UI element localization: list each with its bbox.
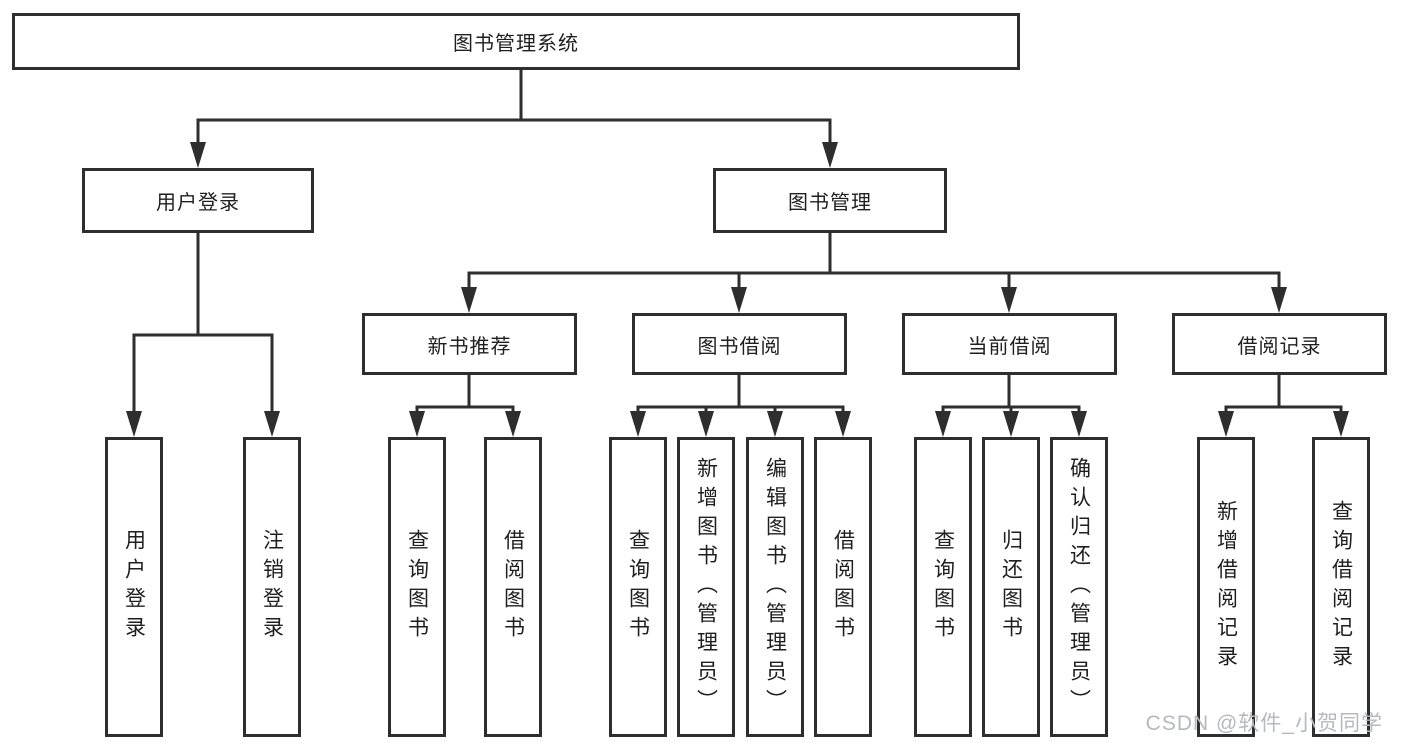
arrowhead — [461, 287, 477, 313]
arrowhead — [1271, 287, 1287, 313]
node-root-system: 图书管理系统 — [12, 13, 1020, 70]
arrowhead — [1071, 411, 1087, 437]
node-label: 图书管理系统 — [453, 33, 579, 55]
arrowheads-current — [935, 411, 1087, 437]
arrowhead — [767, 411, 783, 437]
arrowhead — [409, 411, 425, 437]
arrowhead — [731, 287, 747, 313]
connector-root-to-level2 — [196, 70, 832, 144]
node-label: 新增图书（管理员） — [694, 456, 718, 718]
node-label: 查询借阅记录 — [1329, 500, 1353, 674]
node-label: 注销登录 — [260, 529, 284, 645]
leaf-edit-book-admin: 编辑图书（管理员） — [746, 437, 804, 737]
node-current-borrowing: 当前借阅 — [902, 313, 1117, 375]
node-label: 借阅记录 — [1237, 335, 1322, 358]
node-label: 归还图书 — [999, 529, 1023, 645]
node-label: 确认归还（管理员） — [1067, 456, 1091, 718]
leaf-return-book: 归还图书 — [982, 437, 1040, 737]
node-borrow-records: 借阅记录 — [1172, 313, 1387, 375]
arrowheads-newbooks — [409, 411, 521, 437]
connector-newbooks-to-leaves — [415, 375, 515, 415]
node-label: 图书借阅 — [697, 335, 782, 358]
arrowheads-sections — [461, 287, 1287, 313]
node-label: 借阅图书 — [501, 529, 525, 645]
arrowhead — [822, 142, 838, 168]
arrowhead — [126, 411, 142, 437]
leaf-add-book-admin: 新增图书（管理员） — [677, 437, 735, 737]
leaf-logout: 注销登录 — [243, 437, 301, 737]
arrowhead — [190, 142, 206, 168]
arrowhead — [505, 411, 521, 437]
node-label: 用户登录 — [156, 192, 240, 214]
arrowheads-records — [1218, 411, 1349, 437]
node-user-login: 用户登录 — [82, 168, 314, 233]
arrowhead — [1333, 411, 1349, 437]
node-book-borrowing: 图书借阅 — [632, 313, 847, 375]
csdn-watermark: CSDN @软件_小贺同学 — [1145, 712, 1383, 735]
leaf-query-books-recommend: 查询图书 — [388, 437, 446, 737]
arrowhead — [630, 411, 646, 437]
leaf-borrow-books: 借阅图书 — [814, 437, 872, 737]
arrowhead — [1218, 411, 1234, 437]
node-label: 用户登录 — [122, 529, 146, 645]
connector-current-to-leaves — [941, 375, 1081, 415]
node-label: 查询图书 — [405, 529, 429, 645]
connector-borrowing-to-leaves — [636, 375, 845, 415]
arrowheads-login-leaves — [126, 411, 280, 437]
leaf-user-login: 用户登录 — [105, 437, 163, 737]
leaf-query-books-current: 查询图书 — [914, 437, 972, 737]
node-book-management: 图书管理 — [713, 168, 947, 233]
node-label: 新增借阅记录 — [1214, 500, 1238, 674]
arrowhead — [698, 411, 714, 437]
leaf-query-books-borrowing: 查询图书 — [609, 437, 667, 737]
connector-mgmt-to-sections — [467, 233, 1281, 289]
leaf-query-borrow-record: 查询借阅记录 — [1312, 437, 1370, 737]
arrowhead — [935, 411, 951, 437]
node-new-book-recommend: 新书推荐 — [362, 313, 577, 375]
arrowhead — [264, 411, 280, 437]
arrowheads-borrowing — [630, 411, 851, 437]
node-label: 查询图书 — [626, 529, 650, 645]
node-label: 编辑图书（管理员） — [763, 456, 787, 718]
node-label: 新书推荐 — [427, 335, 512, 358]
leaf-borrow-books-recommend: 借阅图书 — [484, 437, 542, 737]
arrowhead — [835, 411, 851, 437]
connector-records-to-leaves — [1224, 375, 1343, 415]
connector-login-to-leaves — [132, 233, 274, 413]
arrowhead — [1001, 287, 1017, 313]
node-label: 查询图书 — [931, 529, 955, 645]
node-label: 借阅图书 — [831, 529, 855, 645]
arrowheads-level2 — [190, 142, 838, 168]
arrowhead — [1003, 411, 1019, 437]
leaf-add-borrow-record: 新增借阅记录 — [1197, 437, 1255, 737]
node-label: 图书管理 — [788, 192, 872, 214]
node-label: 当前借阅 — [967, 335, 1052, 358]
leaf-confirm-return-admin: 确认归还（管理员） — [1050, 437, 1108, 737]
